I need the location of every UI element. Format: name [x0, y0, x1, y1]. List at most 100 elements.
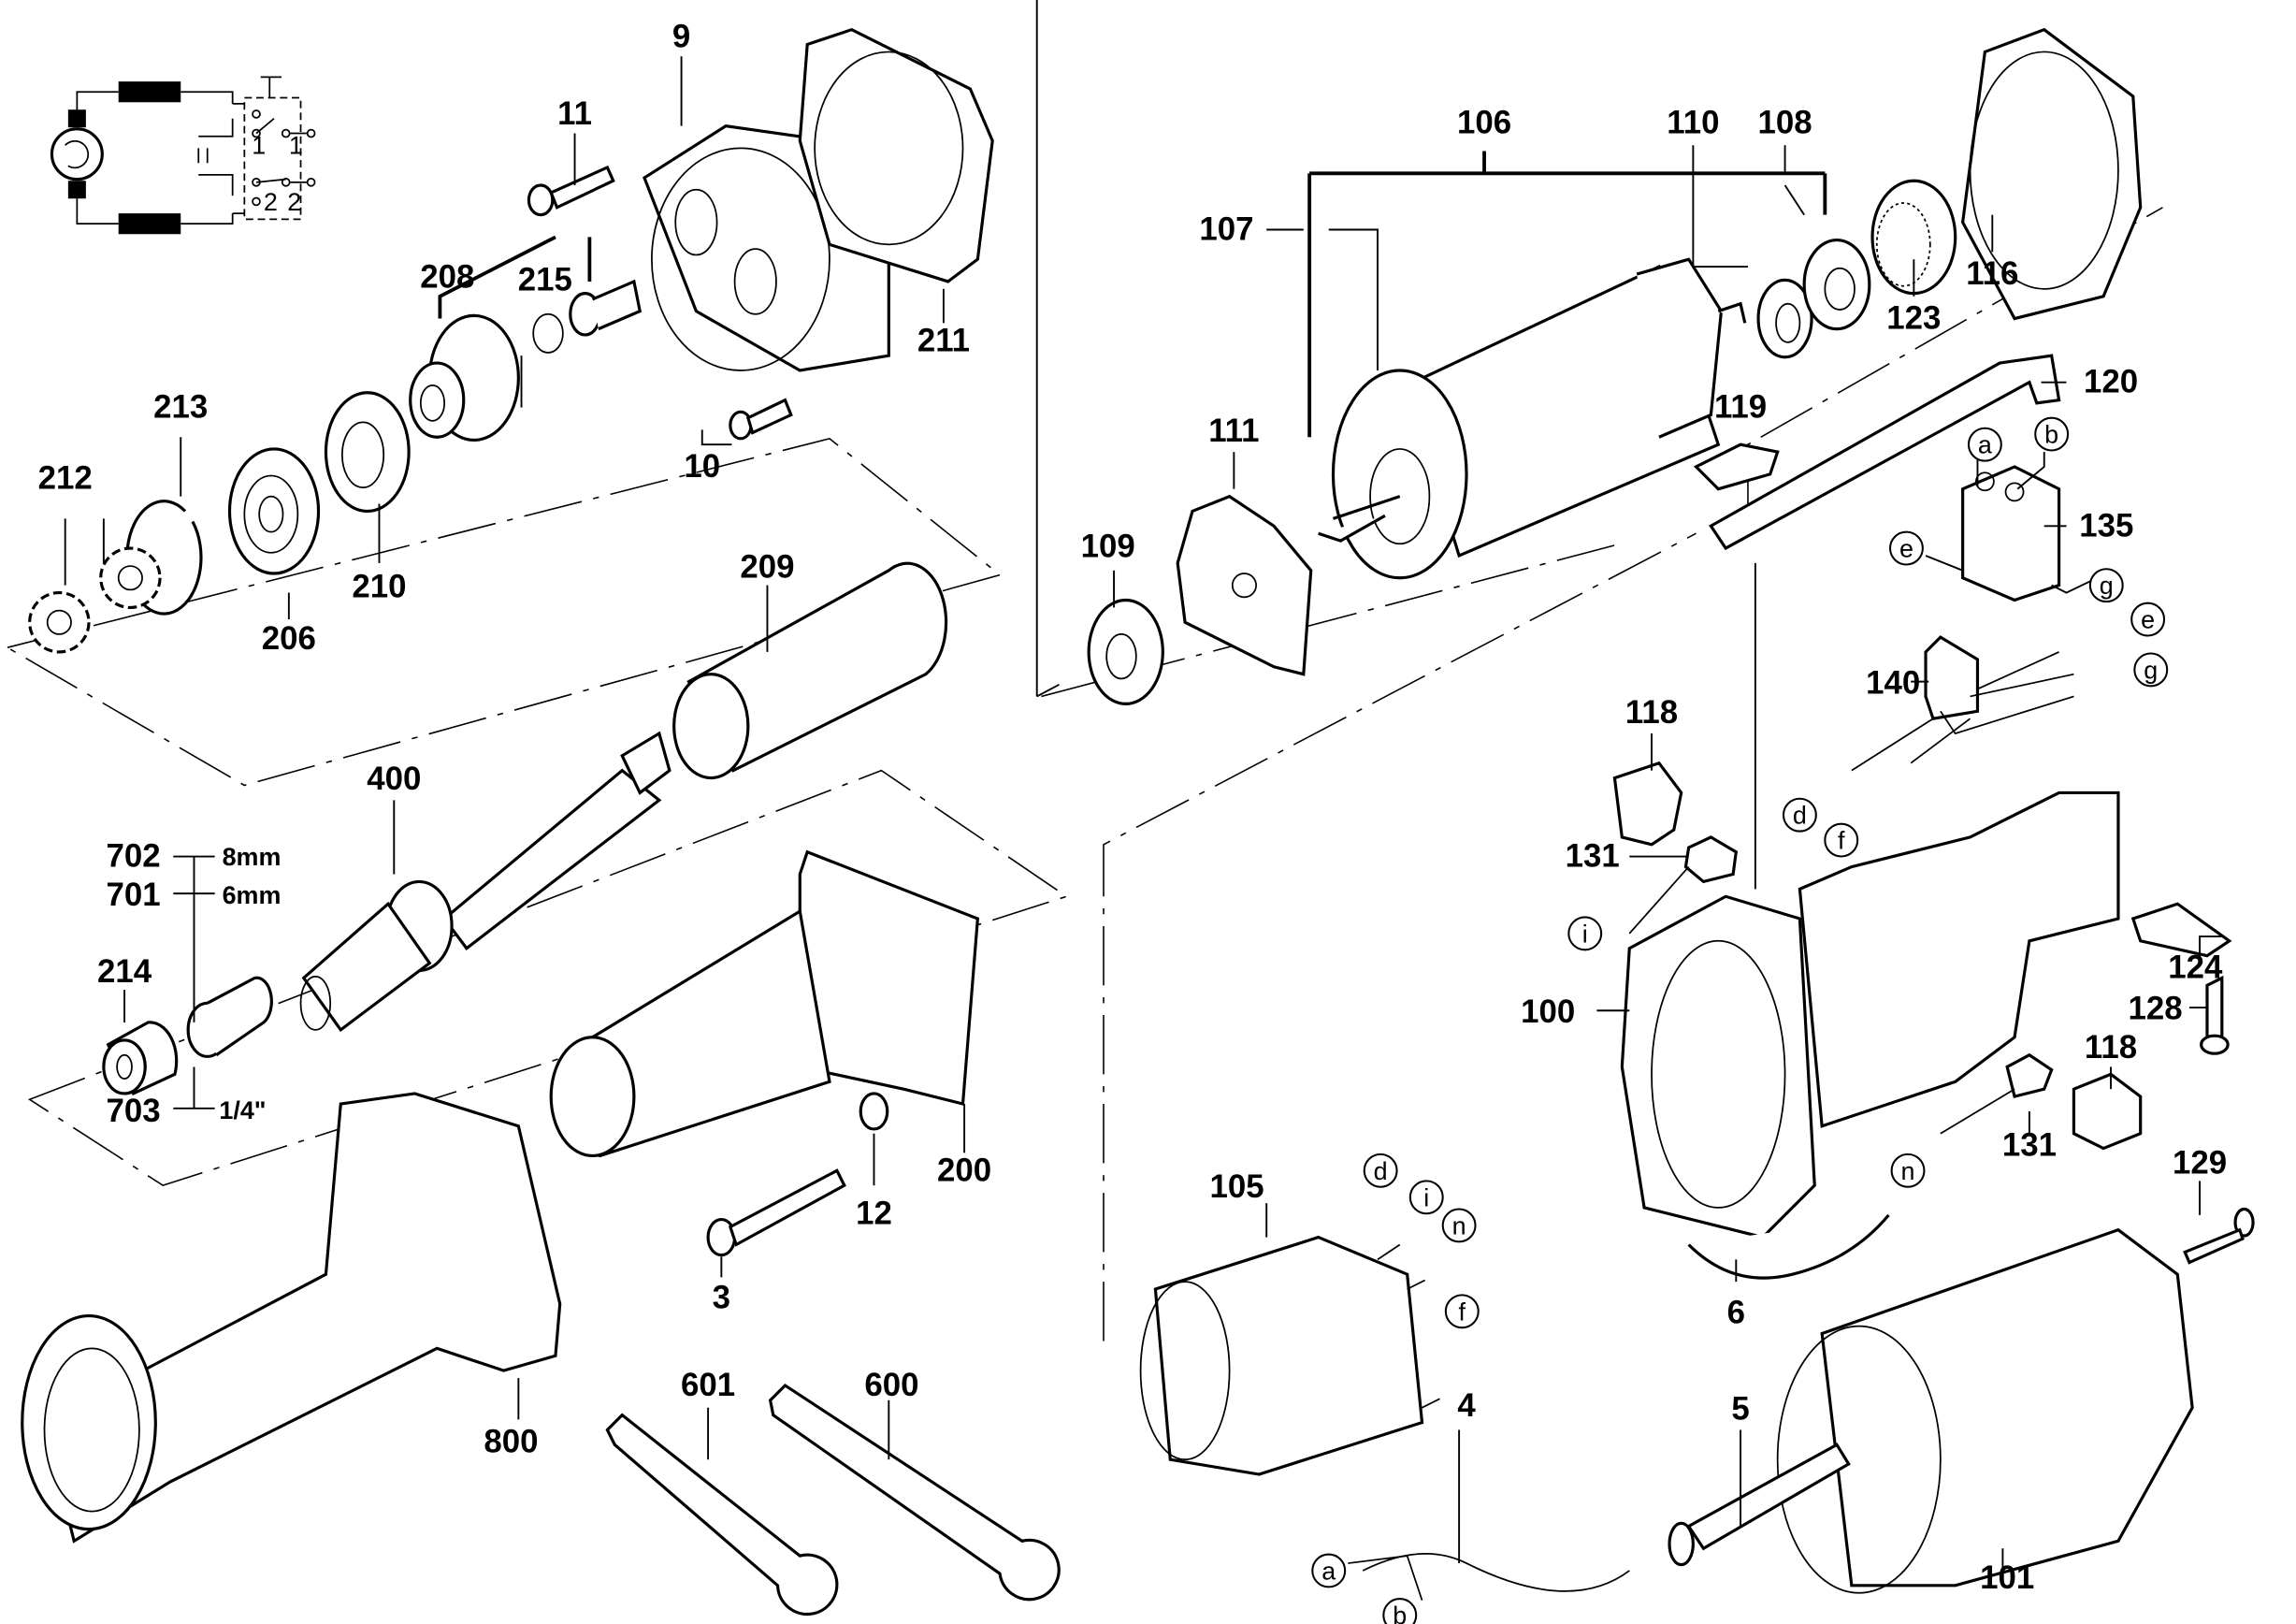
bearing-housing	[409, 313, 520, 442]
wiring-schematic: 1 1 2 2	[50, 76, 316, 235]
part-labels: 9112152082111021321220621020940070270121…	[38, 19, 2227, 1596]
ball-bearing	[227, 447, 321, 575]
part-number-label: 135	[2079, 507, 2133, 544]
marker-circle	[1824, 822, 1859, 858]
switch-contact-label: 1	[289, 132, 303, 160]
motor-housing	[1620, 790, 2120, 1240]
marker-circle	[1567, 916, 1603, 951]
wire-marker-e: e	[1888, 530, 1924, 566]
air-guide-ring	[1960, 27, 2143, 321]
marker-circle	[1967, 427, 2002, 462]
wire-marker-b: b	[2034, 416, 2070, 452]
marker-circle	[2034, 416, 2070, 452]
marker-letter: g	[2144, 656, 2158, 684]
marker-circle	[1441, 1208, 1477, 1243]
switch-rod	[1709, 354, 2061, 551]
part-number-label: 106	[1457, 105, 1511, 141]
marker-letter: b	[2044, 421, 2058, 449]
part-number-label: 140	[1866, 664, 1920, 701]
marker-circle	[1382, 1598, 1418, 1624]
marker-circle	[1888, 530, 1924, 566]
power-cord	[1348, 1553, 1630, 1601]
spindle	[299, 731, 671, 1033]
collet-nut	[102, 1021, 179, 1096]
insulating-plate	[1687, 1213, 1890, 1280]
marker-letter: f	[1838, 827, 1845, 855]
part-number-label: 211	[917, 322, 970, 358]
housing-cover	[798, 27, 994, 283]
on-off-switch	[1961, 465, 2061, 602]
collet-size-8mm: 8mm	[223, 843, 282, 871]
wire-marker-n: n	[1890, 1153, 1926, 1188]
lock-washers	[28, 546, 162, 654]
part-number-label: 209	[740, 549, 794, 586]
marker-circle	[1782, 797, 1817, 833]
part-number-label: 4	[1457, 1387, 1476, 1424]
part-number-label: 3	[713, 1280, 730, 1316]
brush-holder	[2072, 1072, 2143, 1151]
switch-contact-label: 2	[264, 188, 278, 216]
washer	[859, 1092, 889, 1131]
part-number-label: 5	[1731, 1390, 1749, 1427]
pinion-gear	[532, 279, 643, 354]
cable-clamp	[2130, 902, 2232, 958]
marker-letter: g	[2100, 572, 2114, 600]
part-number-label: 214	[97, 953, 152, 990]
part-number-label: 10	[684, 448, 720, 485]
wire-marker-d: d	[1782, 797, 1817, 833]
rubber-ring	[1870, 179, 1957, 296]
marker-circle	[1311, 1553, 1347, 1588]
part-number-label: 200	[937, 1152, 991, 1188]
switch-contact-label: 1	[252, 132, 266, 160]
wire-marker-g: g	[2088, 568, 2124, 603]
collet-size-6mm: 6mm	[223, 881, 282, 909]
marker-circle	[2133, 652, 2169, 688]
bearing-seal	[1756, 278, 1813, 359]
part-number-label: 109	[1081, 529, 1135, 565]
marker-letter: i	[1423, 1183, 1429, 1211]
marker-letter: n	[1452, 1211, 1466, 1240]
part-number-label: 208	[420, 258, 474, 295]
collet-size-quarter-inch: 1/4"	[219, 1096, 266, 1124]
wire-marker-e: e	[2130, 602, 2166, 637]
part-number-label: 702	[106, 838, 160, 875]
wire-marker-d: d	[1363, 1153, 1398, 1188]
marker-circle	[1444, 1294, 1480, 1329]
wire-marker-a: a	[1311, 1553, 1347, 1588]
marker-letter: e	[2141, 606, 2155, 634]
rear-housing	[1776, 1227, 2194, 1594]
part-number-label: 600	[864, 1367, 918, 1403]
marker-circle	[1890, 1153, 1926, 1188]
leader-lines	[64, 56, 2222, 1586]
wire-marker-i: i	[1408, 1180, 1444, 1215]
part-number-label: 701	[106, 877, 160, 913]
part-number-label: 119	[1714, 389, 1767, 426]
marker-circle	[2130, 602, 2166, 637]
cord-sleeve	[1668, 1443, 1851, 1567]
marker-letter: a	[1321, 1557, 1336, 1585]
marker-letter: f	[1459, 1298, 1466, 1326]
part-number-label: 12	[856, 1195, 892, 1231]
part-number-label: 800	[484, 1423, 538, 1459]
part-number-label: 215	[518, 261, 572, 297]
wire-marker-i: i	[1567, 916, 1603, 951]
wire-marker-f: f	[1444, 1294, 1480, 1329]
marker-letter: b	[1393, 1602, 1407, 1624]
marker-letter: d	[1374, 1157, 1388, 1185]
carbon-brush	[1940, 1052, 2054, 1135]
front-housing	[549, 849, 980, 1158]
marker-letter: e	[1899, 535, 1913, 563]
slide-button	[1693, 442, 1780, 491]
part-number-label: 120	[2084, 364, 2138, 400]
wire-marker-b: b	[1382, 1598, 1418, 1624]
screw	[2183, 1207, 2255, 1265]
part-number-label: 131	[1566, 838, 1620, 875]
part-number-label: 105	[1209, 1168, 1264, 1205]
part-number-label: 9	[672, 19, 690, 55]
fan-baffle	[1176, 494, 1313, 676]
part-number-label: 212	[38, 460, 93, 497]
part-number-label: 400	[367, 761, 421, 797]
wrench	[768, 1383, 1061, 1602]
part-number-label: 213	[153, 389, 208, 426]
